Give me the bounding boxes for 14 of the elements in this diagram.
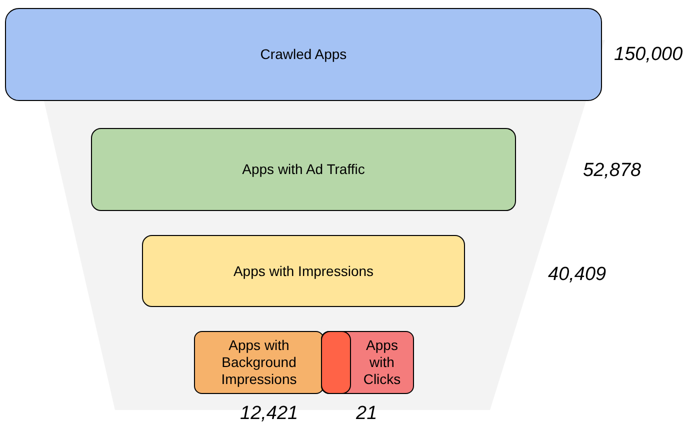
count-label: 40,409: [548, 264, 606, 286]
stage-label: Apps with Ad Traffic: [242, 161, 365, 178]
count-label: 12,421: [240, 403, 298, 425]
funnel-stage-box: [142, 235, 465, 307]
funnel-stage-box: [5, 8, 602, 101]
count-label: 52,878: [583, 160, 642, 182]
count-label: 21: [356, 403, 378, 425]
count-label: 150,000: [614, 44, 683, 66]
stage-label: Apps with Background Impressions: [220, 337, 298, 388]
stage-label: Crawled Apps: [260, 46, 347, 63]
funnel-stage-box: [91, 128, 516, 211]
stage-label: Apps with Impressions: [233, 262, 374, 280]
stage-label: Apps with Clicks: [362, 337, 402, 388]
funnel-stage-box: [194, 331, 324, 394]
